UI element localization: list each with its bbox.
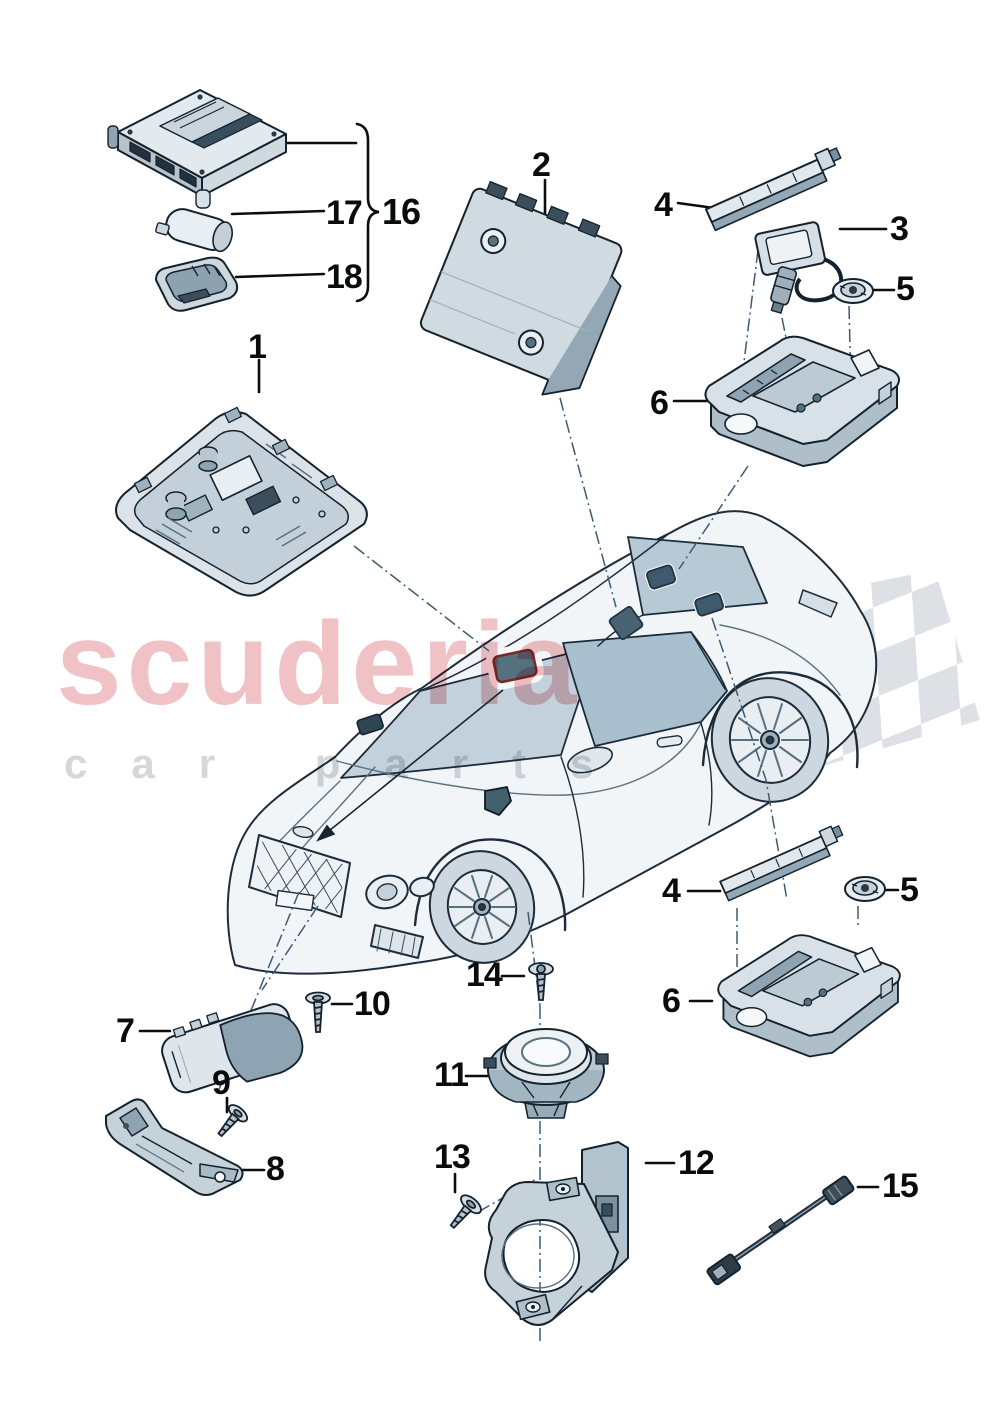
control-unit-16[interactable] — [100, 80, 300, 215]
callout-1[interactable]: 1 — [248, 328, 267, 366]
holder-18[interactable] — [148, 252, 244, 316]
siren-11[interactable] — [476, 1010, 616, 1128]
watermark-title: scuderia — [56, 598, 582, 730]
callout-6-top[interactable]: 6 — [650, 384, 669, 422]
watermark-subtitle: car parts — [64, 740, 638, 787]
nut-5-top[interactable] — [830, 274, 876, 308]
callout-2[interactable]: 2 — [532, 146, 551, 184]
callout-4-top[interactable]: 4 — [654, 186, 673, 224]
nut-5-side[interactable] — [842, 872, 888, 906]
foam-tray-6-top[interactable] — [683, 312, 915, 474]
overhead-console-1[interactable] — [96, 380, 396, 600]
car-brand-badge — [292, 825, 314, 839]
callout-5-side[interactable]: 5 — [900, 871, 919, 909]
callout-8[interactable]: 8 — [266, 1150, 285, 1188]
callout-9[interactable]: 9 — [212, 1064, 231, 1102]
module-17[interactable] — [153, 202, 245, 264]
callout-14[interactable]: 14 — [466, 956, 503, 994]
callout-16[interactable]: 16 — [382, 191, 421, 232]
foam-tray-6-side[interactable] — [696, 912, 916, 1064]
screw-14[interactable] — [522, 960, 560, 1008]
car-lower-intake — [370, 924, 424, 959]
car-front-wheel — [428, 850, 536, 964]
mounting-bracket-12[interactable] — [466, 1140, 656, 1326]
callout-17[interactable]: 17 — [326, 194, 363, 232]
control-module-2[interactable] — [419, 180, 623, 408]
callout-12[interactable]: 12 — [678, 1144, 715, 1182]
car-side-window — [562, 631, 728, 747]
callout-4-side[interactable]: 4 — [662, 872, 681, 910]
screw-10[interactable] — [300, 990, 336, 1040]
antenna-4-side[interactable] — [712, 824, 852, 904]
car-door-handle — [656, 735, 683, 748]
callout-3[interactable]: 3 — [890, 210, 909, 248]
antenna-module-3[interactable] — [748, 200, 860, 322]
antenna-4-top[interactable] — [698, 146, 850, 234]
bracket-8[interactable] — [96, 1080, 254, 1202]
car-mirror — [567, 746, 613, 774]
callout-6-side[interactable]: 6 — [662, 982, 681, 1020]
callout-18[interactable]: 18 — [326, 258, 363, 296]
callout-10[interactable]: 10 — [354, 985, 391, 1023]
screw-9[interactable] — [206, 1102, 252, 1146]
callout-7[interactable]: 7 — [116, 1012, 135, 1050]
car-headlights — [365, 874, 435, 910]
callout-15[interactable]: 15 — [882, 1167, 919, 1205]
callout-11[interactable]: 11 — [434, 1056, 469, 1094]
callout-13[interactable]: 13 — [434, 1138, 471, 1176]
screw-13[interactable] — [438, 1192, 486, 1238]
cable-15[interactable] — [702, 1174, 870, 1286]
callout-5-top[interactable]: 5 — [896, 270, 915, 308]
